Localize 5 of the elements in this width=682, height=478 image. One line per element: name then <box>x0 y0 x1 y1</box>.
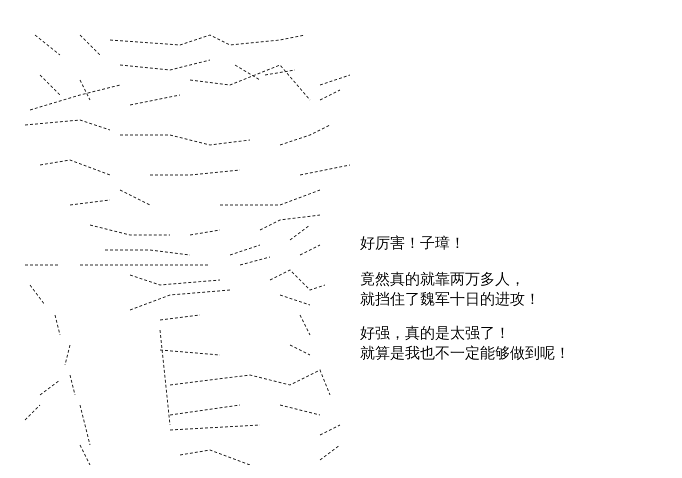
speech-text: 好厉害！子璋！ <box>360 234 465 252</box>
speech-text: 就挡住了魏军十日的进攻！ <box>360 290 540 308</box>
speech-text: 好强，真的是太强了！ <box>360 324 510 342</box>
speech-text: 就算是我也不一定能够做到呢！ <box>360 344 570 362</box>
speech-text: 竟然真的就靠两万多人， <box>360 270 525 288</box>
